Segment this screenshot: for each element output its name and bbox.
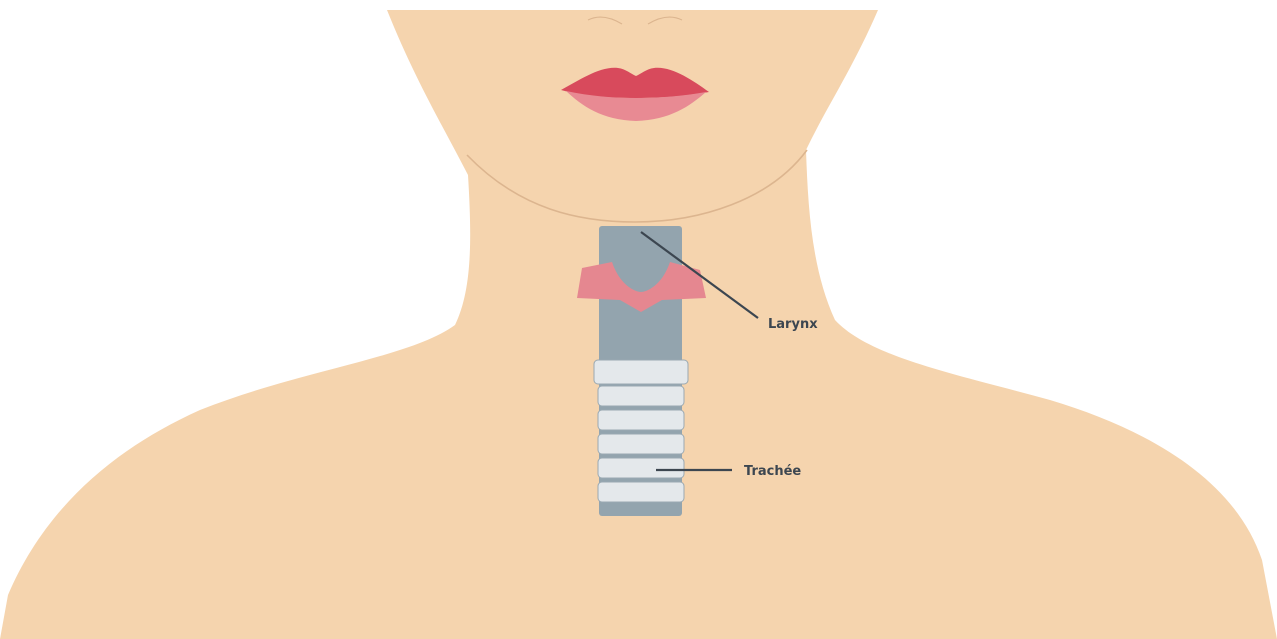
larynx-label: Larynx <box>768 317 818 332</box>
trachea-ring <box>598 458 684 478</box>
trachea-ring <box>598 410 684 430</box>
trachea-ring <box>598 386 684 406</box>
trachea-ring <box>598 434 684 454</box>
trachea-ring <box>594 360 688 384</box>
trachea-label: Trachée <box>744 464 801 479</box>
trachea-ring <box>598 482 684 502</box>
